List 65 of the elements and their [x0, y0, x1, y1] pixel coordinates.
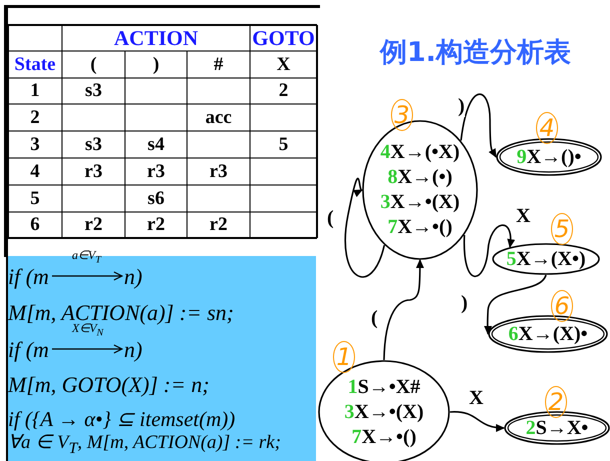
table-cell-text: s4: [146, 132, 166, 156]
item-text: 1S→•X#: [348, 374, 420, 400]
item-text: 3X→•(X): [344, 400, 424, 424]
state-number: 5: [551, 213, 573, 245]
arrow: [450, 411, 505, 432]
state-number: 2: [545, 386, 567, 418]
table-cell-text: s6: [146, 186, 166, 210]
state-ellipse: [504, 411, 610, 445]
edge-label: ): [461, 292, 468, 314]
formula-text: if (m: [8, 264, 49, 290]
item-text: 8X→(•): [388, 165, 452, 190]
table-cell-text: 5: [278, 132, 290, 156]
table-cell-text: r3: [208, 160, 228, 184]
formula-text: n): [124, 337, 142, 363]
arrow: [484, 274, 547, 335]
table-cell-text: r2: [208, 213, 228, 237]
table-cell-text: r2: [146, 213, 166, 237]
item-text: 9X→()•: [516, 144, 582, 170]
table-cell-text: s3: [84, 132, 103, 156]
table-cell-text: X: [276, 52, 292, 76]
title: 例1.构造分析表: [380, 36, 572, 70]
table-cell-text: (: [89, 52, 98, 76]
state-number: 4: [536, 112, 558, 144]
table-cell-text: 2: [278, 79, 290, 103]
table-cell-text: s3: [84, 79, 103, 103]
item-text: 7X→•(): [388, 215, 452, 240]
state-ellipse: [488, 315, 608, 353]
state-number: 6: [551, 290, 573, 322]
formula-text: if ({A → α•} ⊆ itemset(m)): [8, 406, 236, 432]
table-cell-text: 1: [29, 79, 41, 103]
table-cell-text: r2: [84, 213, 104, 237]
table-cell-text: ): [152, 52, 160, 76]
table-cell-text: 3: [29, 132, 41, 156]
edge-label: (: [327, 207, 334, 229]
formula-text: M[m, GOTO(X)] := n;: [8, 372, 210, 398]
state-ellipse: [492, 243, 600, 275]
table-cell-text: acc: [204, 106, 233, 130]
arrow: [464, 224, 515, 277]
table-cell-text: #: [212, 52, 224, 76]
arrow: [383, 259, 424, 360]
item-text: 3X→•(X): [380, 190, 460, 215]
edge-label: (: [371, 307, 378, 329]
state-number: 1: [333, 341, 355, 373]
column-header: GOTO: [251, 25, 316, 51]
arrow: [344, 178, 386, 278]
edge-label: ): [458, 95, 465, 117]
table-cell-text: r3: [84, 160, 104, 184]
table-cell-text: 2: [29, 106, 41, 130]
item-text: 7X→•(): [352, 424, 416, 450]
table-cell-text: r3: [146, 160, 166, 184]
table-cell-text: 4: [29, 160, 41, 184]
item-text: 5X→(X•): [506, 246, 586, 272]
item-text: 4X→(•X): [380, 140, 460, 165]
item-text: 2S→X•: [526, 416, 588, 440]
formula-text: ∀a ∈ V$_{T}$, M[m, ACTION(a)] := rk;: [8, 436, 281, 456]
table-cell-text: 5: [29, 186, 41, 210]
column-header: State: [13, 52, 57, 76]
column-header: ACTION: [112, 25, 199, 51]
formula-text: if (m: [8, 337, 49, 363]
arrow: [460, 94, 497, 158]
state-ellipse: [496, 138, 602, 176]
formula-text: n): [124, 264, 142, 290]
item-text: 6X→(X)•: [508, 322, 588, 346]
state-number: 3: [391, 99, 413, 131]
table-cell-text: 6: [29, 213, 41, 237]
